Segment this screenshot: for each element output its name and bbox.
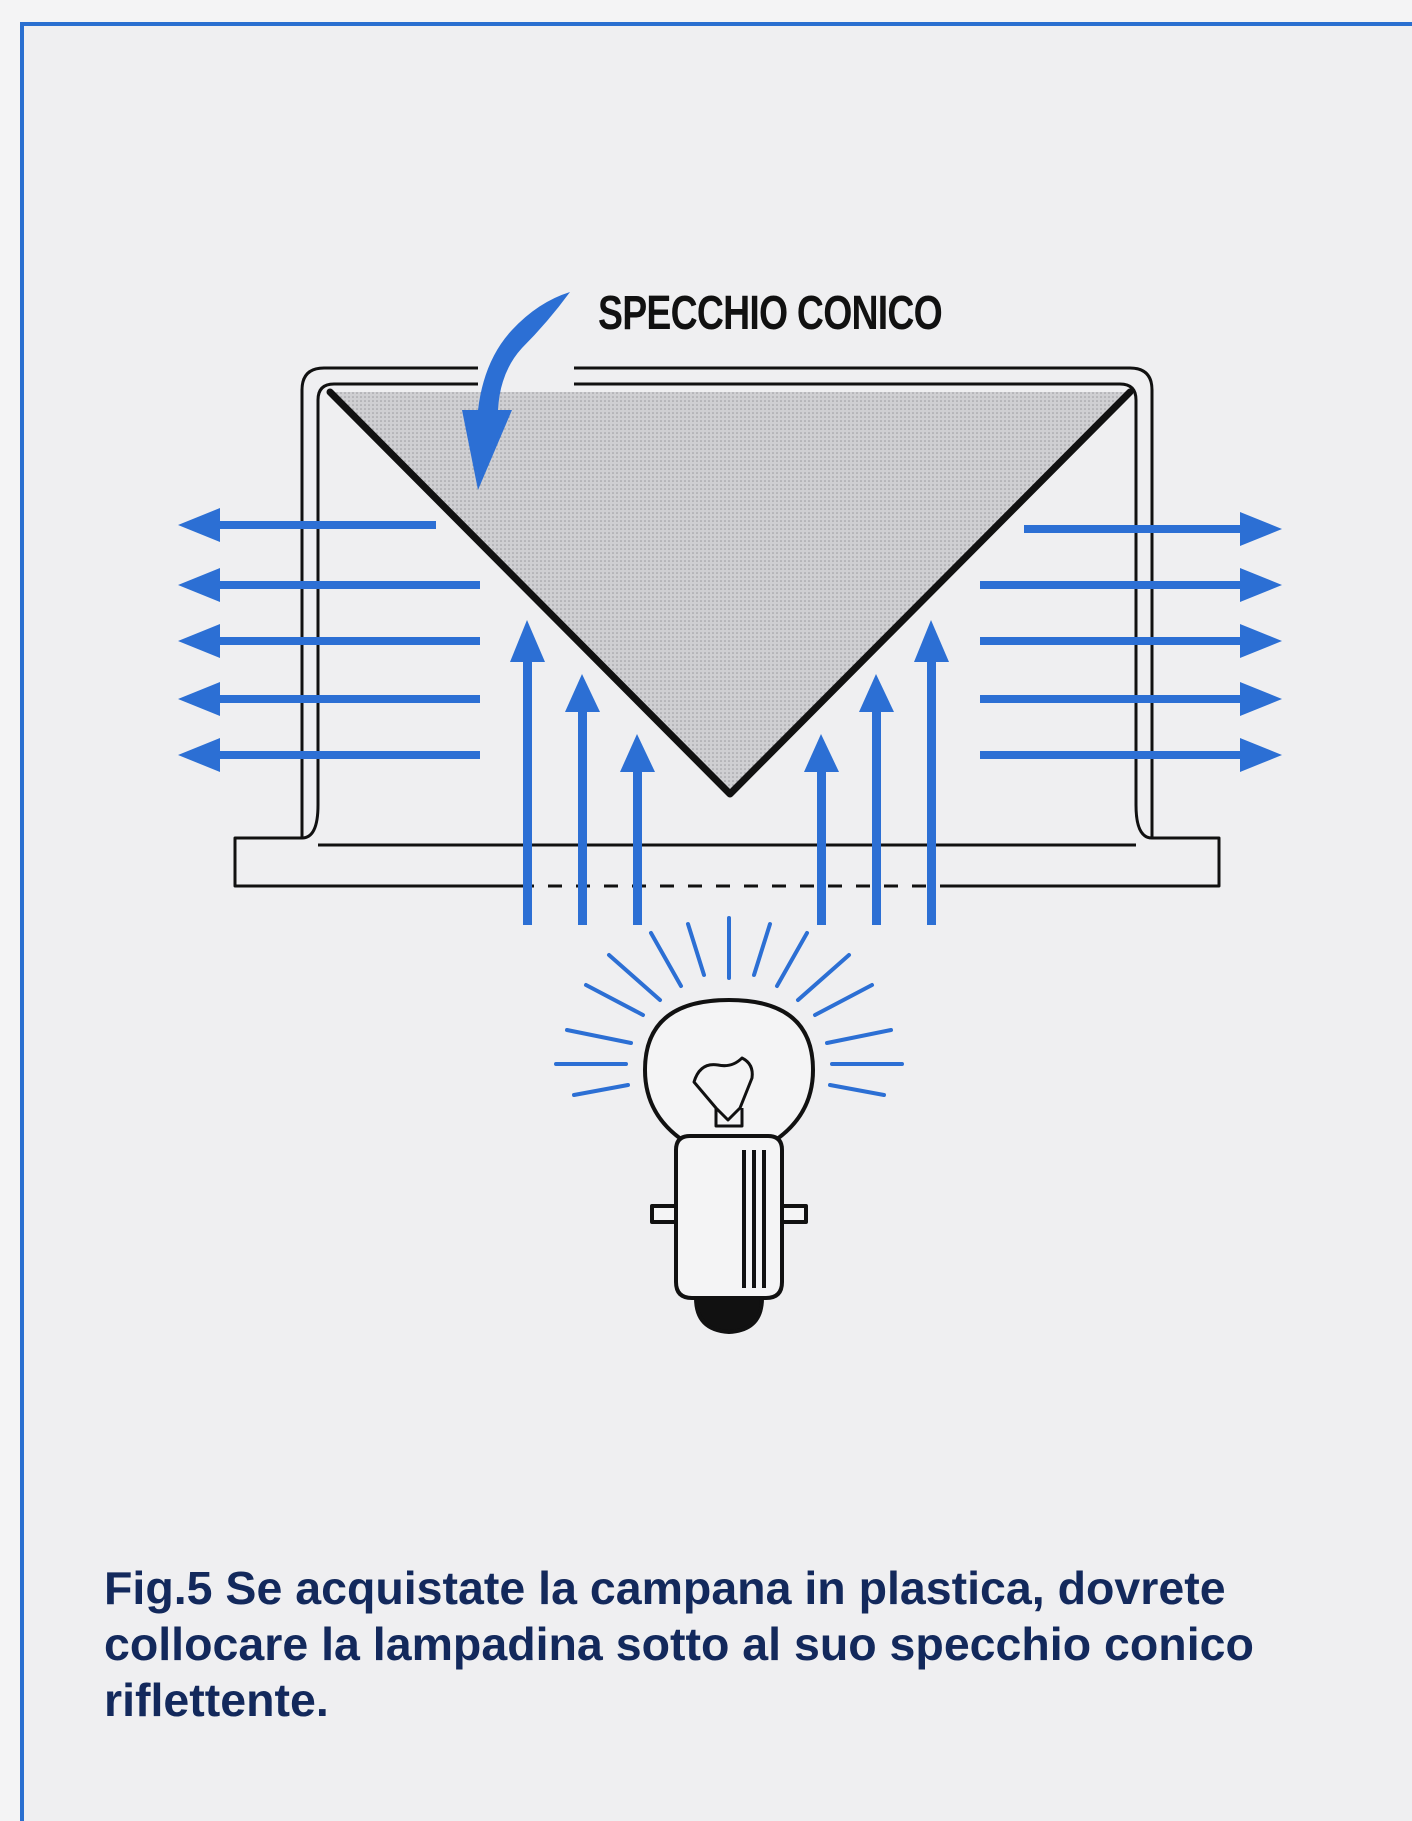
curved-arrow-icon bbox=[462, 292, 570, 490]
figure-frame bbox=[20, 22, 1412, 1821]
incident-rays-up bbox=[510, 620, 949, 925]
reflected-rays-right bbox=[980, 512, 1282, 772]
figure-caption: Fig.5 Se acquistate la campana in plasti… bbox=[104, 1562, 1254, 1726]
reflected-rays-left bbox=[178, 508, 480, 772]
conical-mirror bbox=[330, 392, 1130, 794]
light-bulb-icon bbox=[643, 998, 815, 1334]
conical-mirror-edge bbox=[326, 388, 1134, 798]
mirror-label: SPECCHIO CONICO bbox=[598, 287, 943, 340]
bulb-glow-rays bbox=[554, 916, 904, 1097]
plastic-bell-housing bbox=[233, 366, 1221, 888]
